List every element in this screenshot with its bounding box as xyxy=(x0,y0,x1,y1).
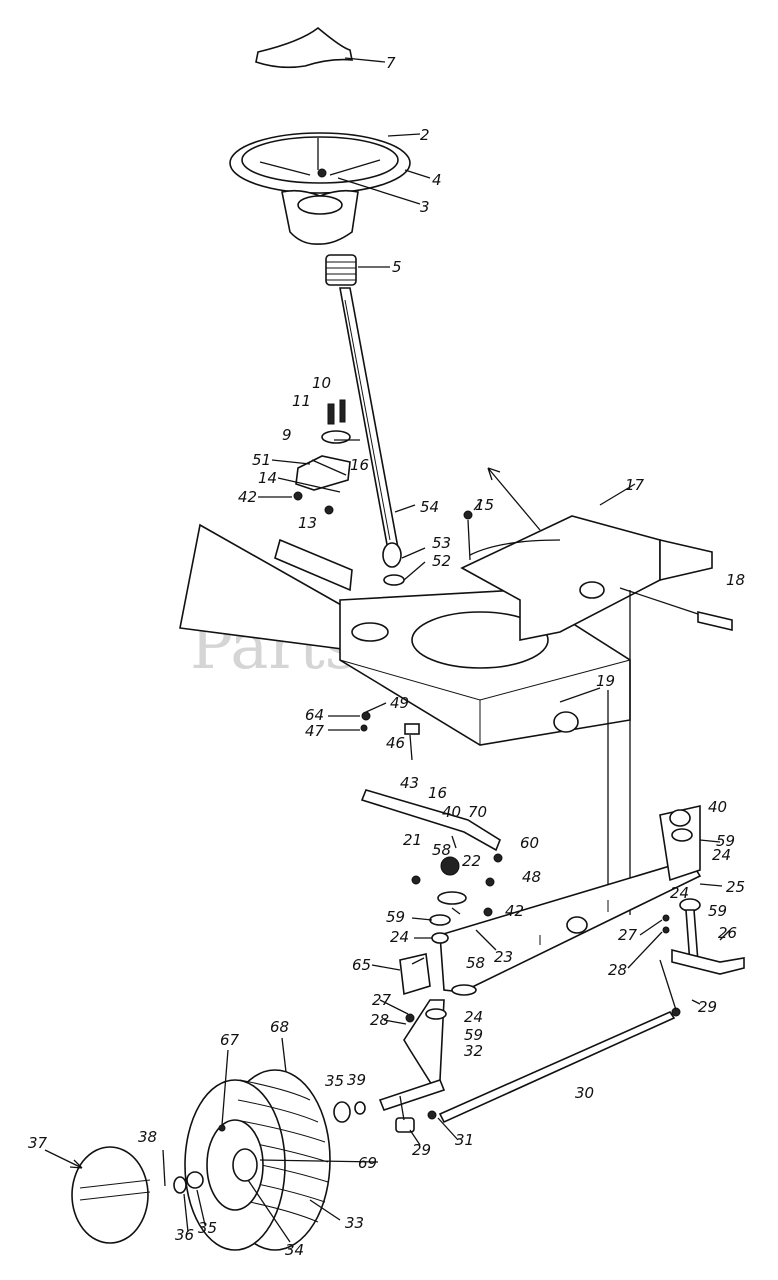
label-11: 11 xyxy=(292,392,311,410)
label-49: 49 xyxy=(390,694,409,712)
label-40a: 40 xyxy=(442,803,461,821)
label-29b: 29 xyxy=(412,1141,431,1159)
label-39: 39 xyxy=(347,1071,366,1089)
label-28a: 28 xyxy=(608,961,627,979)
label-51: 51 xyxy=(252,451,271,469)
label-70: 70 xyxy=(468,803,487,821)
label-58b: 58 xyxy=(466,954,485,972)
label-35b: 35 xyxy=(198,1219,217,1237)
label-36: 36 xyxy=(175,1226,194,1244)
steering-shaft xyxy=(339,287,399,551)
label-13: 13 xyxy=(298,514,317,532)
label-9: 9 xyxy=(282,426,292,444)
label-42a: 42 xyxy=(238,488,257,506)
label-40b: 40 xyxy=(708,798,727,816)
label-leaders xyxy=(183,917,663,1243)
label-27b: 27 xyxy=(372,991,392,1009)
label-3: 3 xyxy=(420,198,430,216)
label-43: 43 xyxy=(400,774,419,792)
frame-hardware xyxy=(328,690,609,915)
label-69: 69 xyxy=(358,1154,377,1172)
label-16a: 16 xyxy=(350,456,369,474)
label-32: 32 xyxy=(464,1042,483,1060)
front-axle xyxy=(439,805,723,993)
label-14: 14 xyxy=(258,469,277,487)
label-23: 23 xyxy=(494,948,513,966)
label-64: 64 xyxy=(305,706,324,724)
front-wheel xyxy=(162,1069,366,1251)
label-24b: 24 xyxy=(712,846,731,864)
label-18: 18 xyxy=(726,571,745,589)
label-24a: 24 xyxy=(390,928,409,946)
label-52: 52 xyxy=(432,552,451,570)
label-59c: 59 xyxy=(708,902,727,920)
label-27a: 27 xyxy=(618,926,638,944)
label-28b: 28 xyxy=(370,1011,389,1029)
label-31: 31 xyxy=(455,1131,474,1149)
label-19: 19 xyxy=(596,672,615,690)
label-47: 47 xyxy=(305,722,325,740)
label-10: 10 xyxy=(312,374,331,392)
callout-labels: 7 2 4 3 5 10 11 9 51 16 14 42 13 54 15 1… xyxy=(28,54,745,1259)
label-24d: 24 xyxy=(464,1008,483,1026)
steering-gear xyxy=(382,542,426,586)
rear-bracket xyxy=(460,467,733,915)
label-59a: 59 xyxy=(386,908,405,926)
label-60: 60 xyxy=(520,834,539,852)
label-46: 46 xyxy=(386,734,405,752)
label-24c: 24 xyxy=(670,884,689,902)
left-spindle-assembly xyxy=(378,856,495,1133)
label-37: 37 xyxy=(28,1134,48,1152)
label-67: 67 xyxy=(220,1031,240,1049)
label-4: 4 xyxy=(432,171,442,189)
label-42b: 42 xyxy=(505,902,524,920)
label-38: 38 xyxy=(138,1128,157,1146)
label-5: 5 xyxy=(392,258,402,276)
label-30: 30 xyxy=(575,1084,594,1102)
label-17: 17 xyxy=(625,476,645,494)
label-25: 25 xyxy=(726,878,745,896)
bolt-15 xyxy=(463,499,483,561)
hub-cap xyxy=(44,1146,151,1244)
label-48: 48 xyxy=(522,868,541,886)
label-15: 15 xyxy=(475,496,494,514)
label-7: 7 xyxy=(386,54,396,72)
steering-spring xyxy=(325,254,390,286)
right-spindle-assembly xyxy=(662,809,745,1005)
label-35a: 35 xyxy=(325,1072,344,1090)
label-21: 21 xyxy=(403,831,422,849)
steering-wheel xyxy=(229,132,431,245)
label-53: 53 xyxy=(432,534,451,552)
label-26: 26 xyxy=(718,924,737,942)
label-59d: 59 xyxy=(464,1026,483,1044)
label-16b: 16 xyxy=(428,784,447,802)
label-65: 65 xyxy=(352,956,371,974)
drag-link xyxy=(360,789,503,863)
steering-cap-insert xyxy=(255,26,386,69)
label-29a: 29 xyxy=(698,998,717,1016)
label-22: 22 xyxy=(462,852,481,870)
label-59b: 59 xyxy=(716,832,735,850)
label-54: 54 xyxy=(420,498,439,516)
label-33: 33 xyxy=(345,1214,364,1232)
tie-rod xyxy=(438,959,681,1124)
label-58a: 58 xyxy=(432,841,451,859)
label-34: 34 xyxy=(285,1241,304,1259)
shaft-bracket-assembly xyxy=(258,399,360,515)
label-68: 68 xyxy=(270,1018,289,1036)
leader-lines xyxy=(311,459,731,965)
label-2: 2 xyxy=(420,126,430,144)
